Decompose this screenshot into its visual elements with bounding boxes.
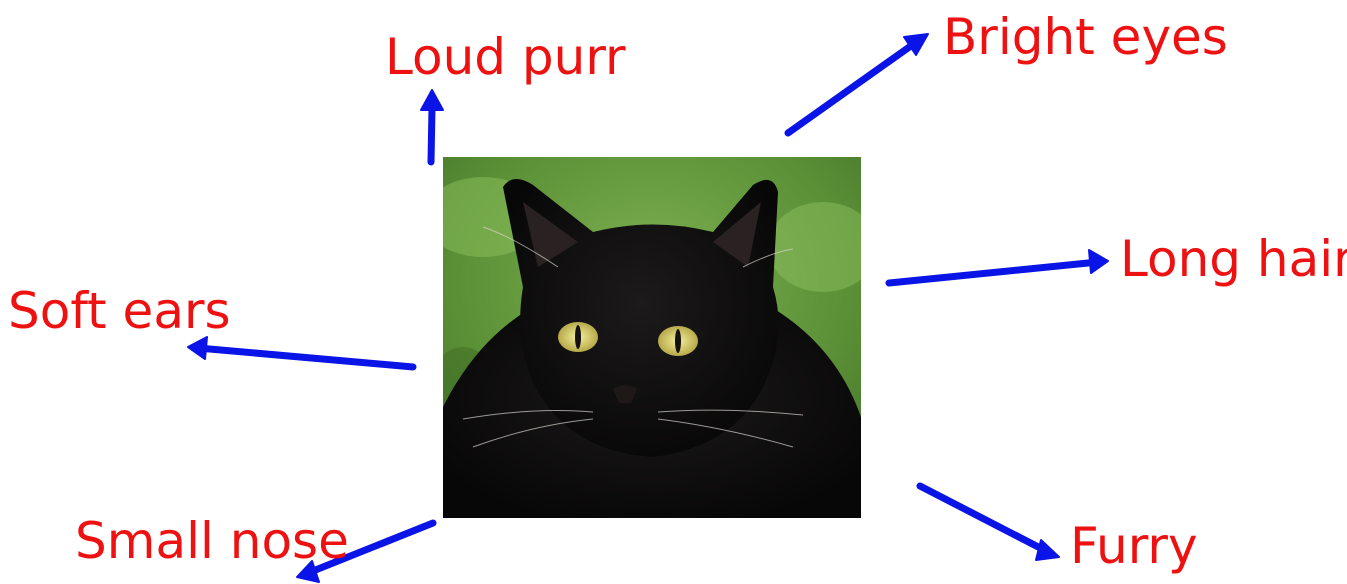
label-long-hair: Long hair [1120,230,1347,288]
arrow-bright-eyes [784,39,919,137]
label-small-nose: Small nose [75,512,349,570]
arrow-loud-purr [427,104,436,166]
arrowhead-loud-purr [420,89,444,111]
label-bright-eyes: Bright eyes [943,8,1228,66]
arrow-soft-ears [194,344,417,371]
arrowhead-long-hair [1088,249,1109,274]
cat-photo [443,157,861,518]
arrowhead-bright-eyes [903,33,929,56]
arrowhead-small-nose [296,560,320,583]
arrow-long-hair [885,258,1102,287]
arrow-furry [916,482,1052,556]
label-soft-ears: Soft ears [8,282,231,340]
arrowhead-furry [1035,539,1060,561]
label-furry: Furry [1070,517,1198,575]
arrowhead-soft-ears [187,336,208,360]
arrow-small-nose [304,519,437,577]
label-loud-purr: Loud purr [385,28,626,86]
